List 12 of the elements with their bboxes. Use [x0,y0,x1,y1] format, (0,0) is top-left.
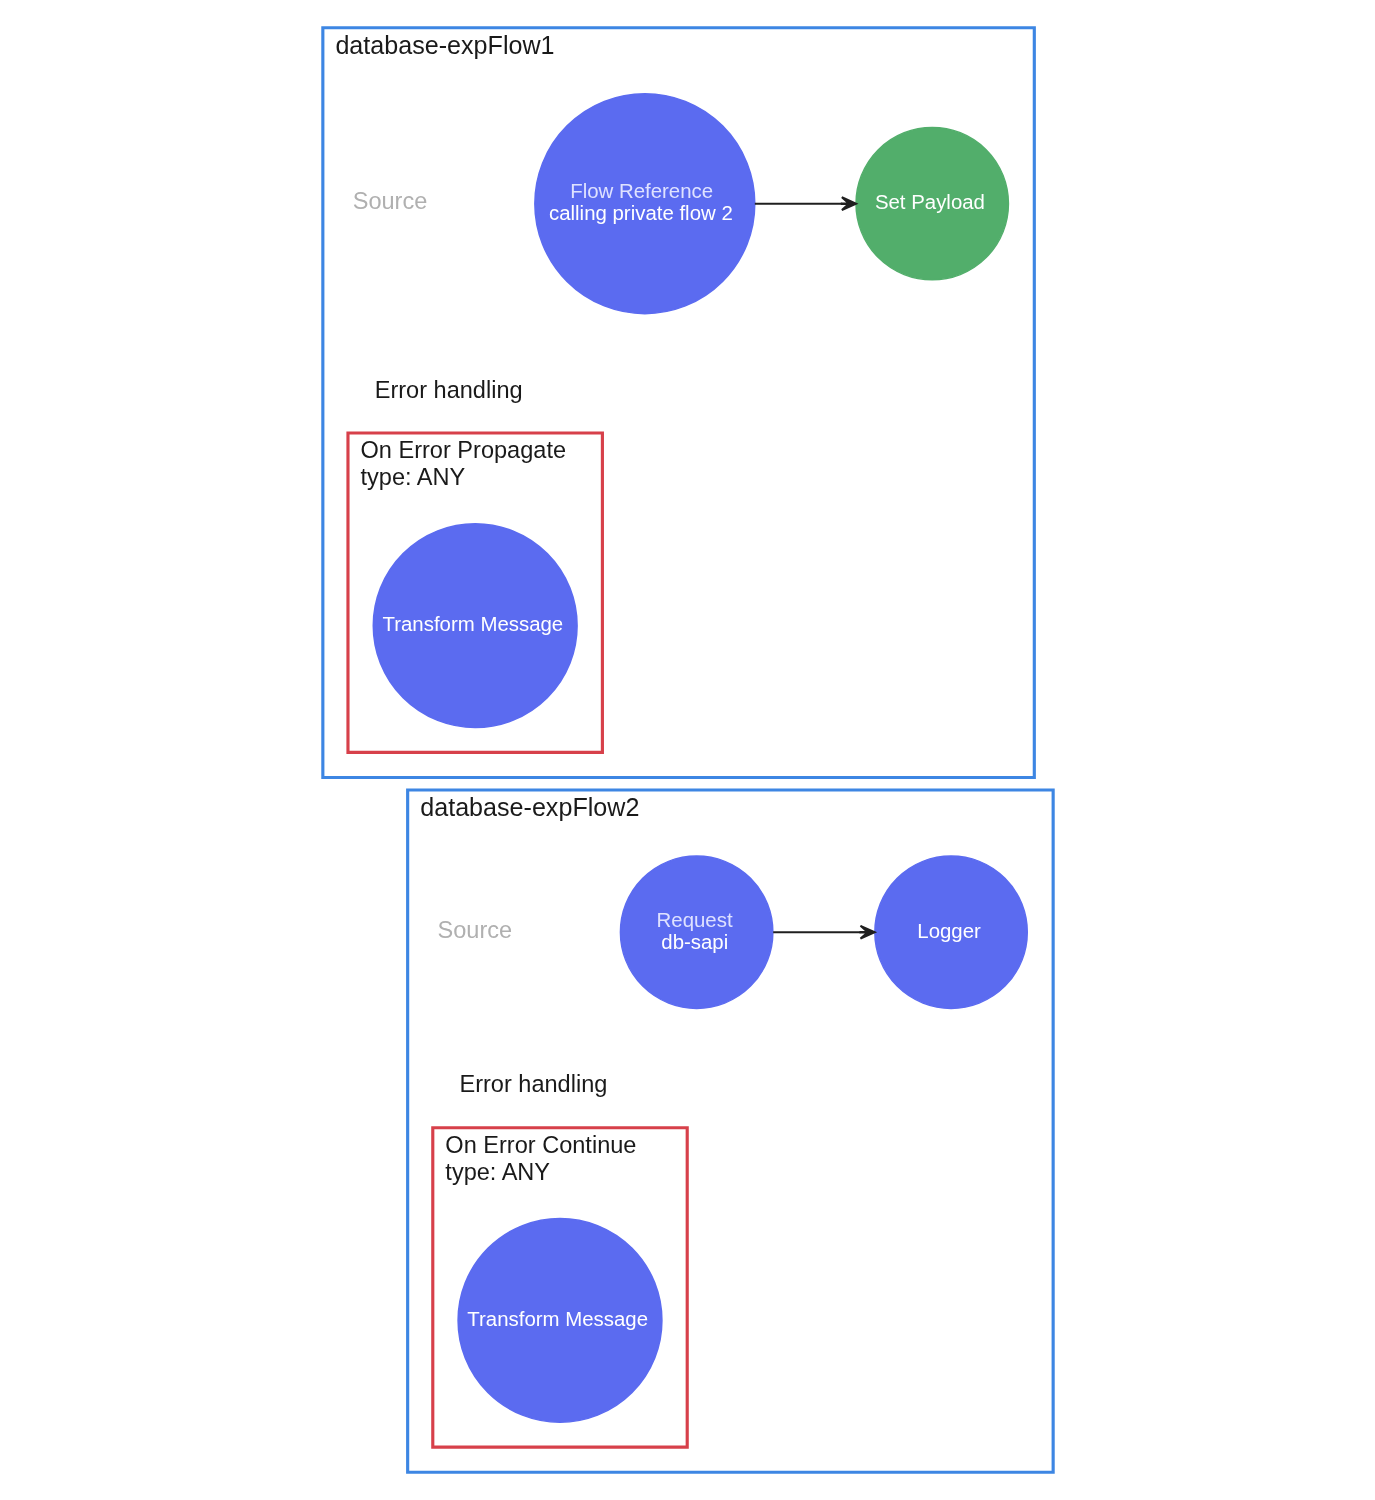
node-circle: Request db-sapi [619,855,774,1010]
arrow [754,196,857,212]
node-circle: Transform Message [456,1217,663,1424]
node-circle: Flow Reference calling private flow 2 [533,92,756,315]
label: Source [352,188,427,215]
node-circle: Set Payload [854,126,1009,281]
arrow [772,924,876,940]
label: Source [437,916,512,943]
node-circle: Logger [873,855,1028,1010]
label: Error handling [458,1071,607,1098]
label: Error handling [374,376,523,403]
node-circle: Transform Message [372,522,578,729]
